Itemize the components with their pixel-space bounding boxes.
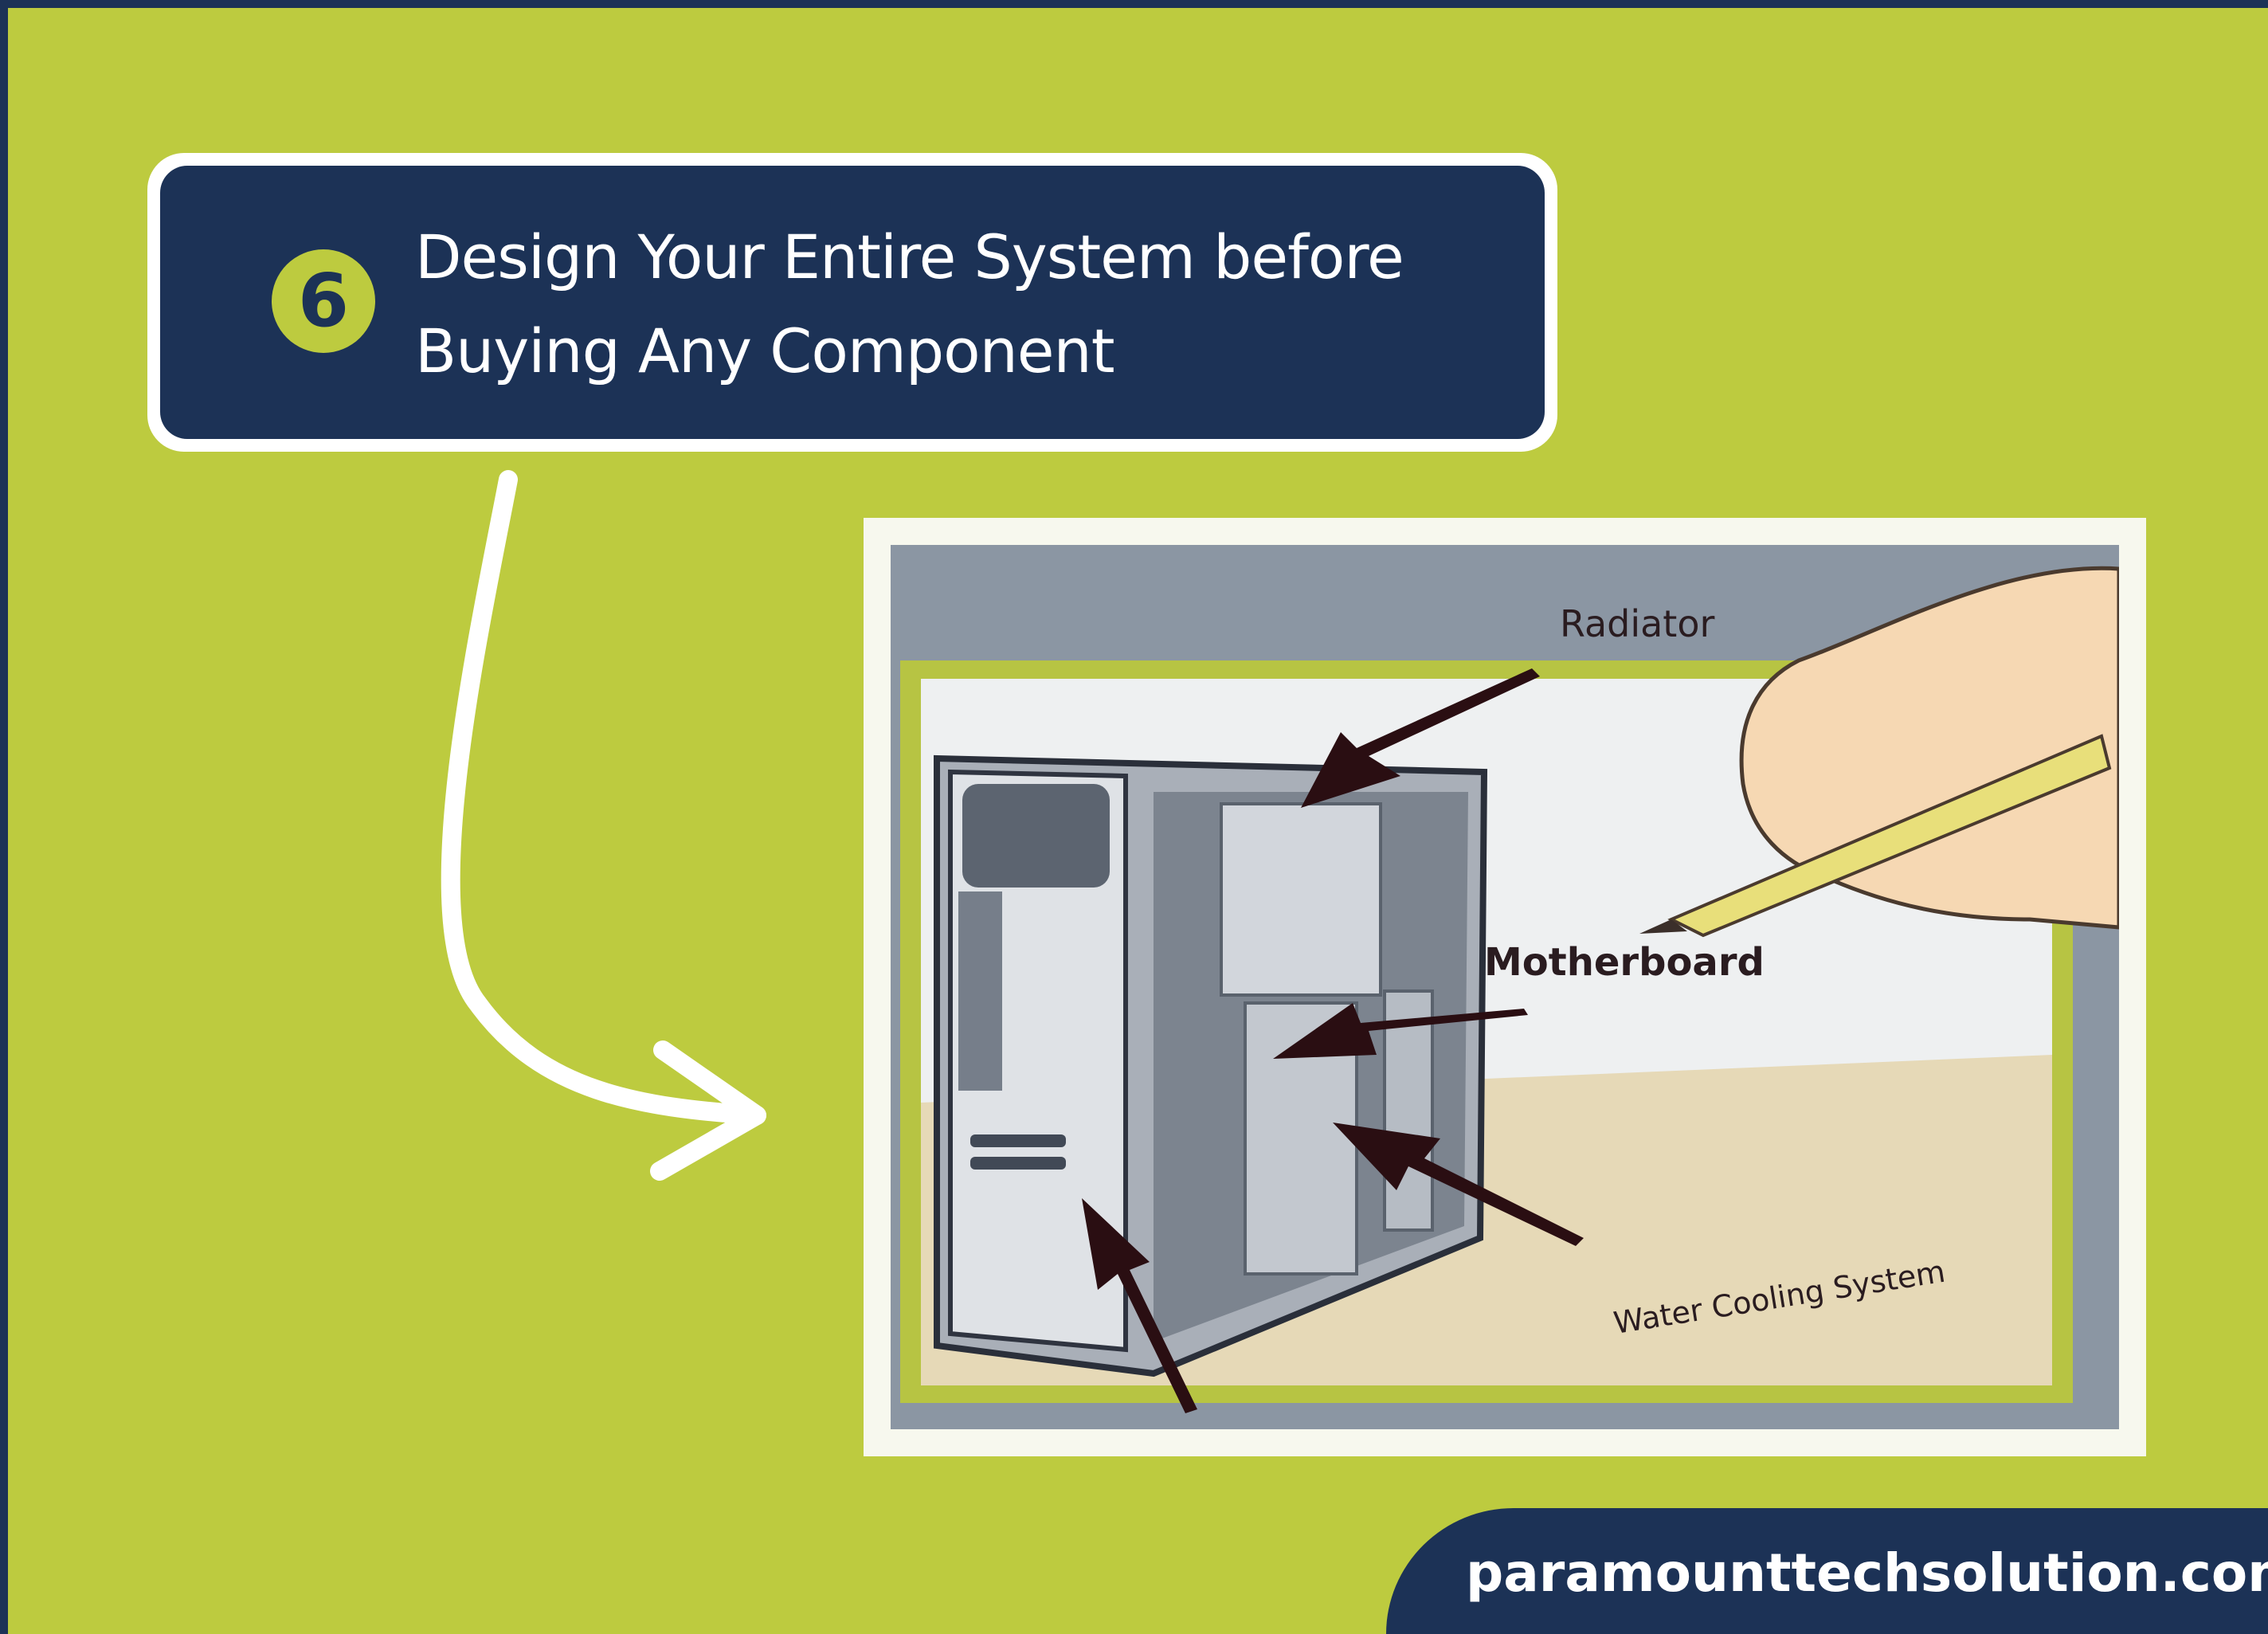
label-radiator: Radiator bbox=[1560, 602, 1714, 645]
pencil-tip bbox=[1639, 919, 1687, 934]
step-number-badge: 6 bbox=[272, 249, 375, 353]
footer-tab bbox=[1386, 1508, 2268, 1634]
radiator-block bbox=[1220, 802, 1382, 997]
front-slot bbox=[970, 1134, 1066, 1147]
label-motherboard: Motherboard bbox=[1484, 940, 1765, 985]
annotation-arrows bbox=[1082, 668, 1584, 1413]
side-vent bbox=[958, 891, 1002, 1091]
hand bbox=[1739, 566, 2119, 930]
step-title: Design Your Entire System before Buying … bbox=[415, 221, 1404, 386]
front-slot bbox=[970, 1157, 1066, 1170]
step-card: 6 Design Your Entire System before Buyin… bbox=[147, 153, 1557, 452]
pencil bbox=[1667, 734, 2112, 938]
step-card-inner: 6 Design Your Entire System before Buyin… bbox=[160, 166, 1545, 439]
pc-case-illustration: Radiator Motherboard Water Cooling Syste… bbox=[891, 545, 2119, 1429]
cooling-tube bbox=[1383, 989, 1434, 1232]
illustration-frame: Radiator Motherboard Water Cooling Syste… bbox=[864, 518, 2146, 1456]
footer-website-link[interactable]: paramounttechsolution.com bbox=[1466, 1542, 2268, 1604]
drive-bay bbox=[962, 784, 1110, 888]
